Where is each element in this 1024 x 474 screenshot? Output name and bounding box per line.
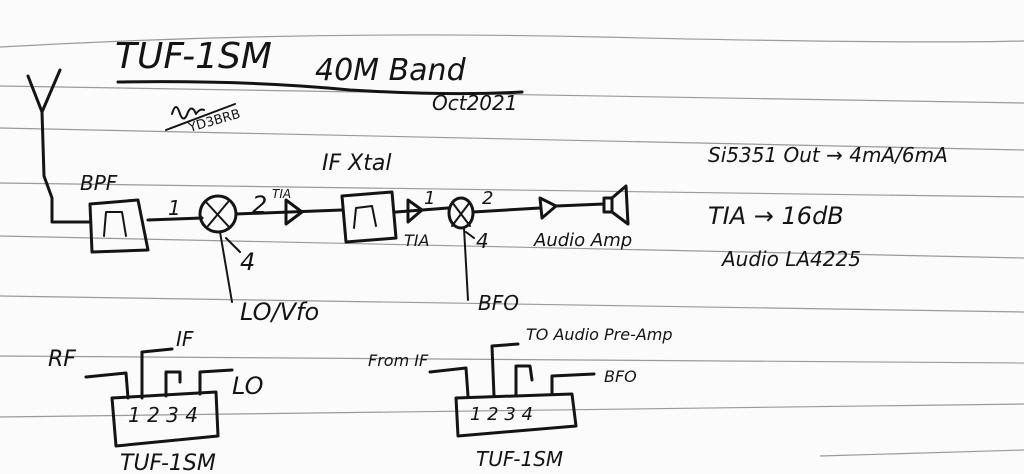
title-underline xyxy=(116,80,524,96)
audio-amp: Audio Amp xyxy=(533,196,632,251)
pinout2-to-audio-label: TO Audio Pre-Amp xyxy=(526,325,673,344)
pinout1-if-label: IF xyxy=(176,327,194,351)
rule-line xyxy=(0,403,1024,418)
mixer2-port-lo: 4 xyxy=(476,229,489,253)
wire xyxy=(234,208,344,216)
mixer1-lo-label: LO/Vfo xyxy=(240,298,319,326)
mixer1-lo-line xyxy=(219,231,241,303)
notes: Si5351 Out → 4mA/6mA TIA → 16dB Audio LA… xyxy=(708,143,948,271)
bpf-box xyxy=(88,198,150,254)
tia2-label: TIA xyxy=(404,231,429,250)
mixer2-bfo-line xyxy=(463,227,475,301)
rule-line xyxy=(0,295,1024,313)
antenna-icon xyxy=(26,68,92,224)
note-tia-gain: TIA → 16dB xyxy=(708,202,844,230)
rule-line xyxy=(0,85,1024,104)
tia1-triangle xyxy=(284,198,304,226)
tia2: TIA 1 xyxy=(404,188,435,250)
note-si5351: Si5351 Out → 4mA/6mA xyxy=(708,143,948,167)
tia2-triangle xyxy=(406,198,424,224)
rule-line xyxy=(0,182,1024,198)
rule-line xyxy=(0,355,1024,364)
bpf-block: BPF xyxy=(80,171,150,254)
wire xyxy=(554,202,606,208)
wire xyxy=(471,206,542,214)
pinout1-lo-label: LO xyxy=(232,372,264,400)
if-filter-block: IF Xtal xyxy=(322,151,398,244)
mixer2-port-in: 1 xyxy=(424,188,435,209)
note-audio-ic: Audio LA4225 xyxy=(720,247,861,271)
if-filter-symbol xyxy=(353,205,377,229)
date-label: Oct2021 xyxy=(432,91,517,115)
signature-scribble xyxy=(165,103,236,131)
pinout2-from-if-label: From IF xyxy=(368,351,429,370)
speaker-icon xyxy=(602,184,630,226)
audio-amp-label: Audio Amp xyxy=(533,230,632,251)
bpf-symbol xyxy=(103,211,127,237)
rule-line xyxy=(0,34,1024,48)
pinout1-chip-label: TUF-1SM xyxy=(120,451,216,474)
mixer1-port-lo: 4 xyxy=(240,248,255,276)
page-title: TUF-1SM xyxy=(115,36,272,77)
band-label: 40M Band xyxy=(315,53,467,88)
header: TUF-1SM 40M Band Oct2021 YD3BRB xyxy=(115,36,524,136)
mixer2: 2 4 BFO xyxy=(447,188,519,315)
pinout1-chip-body xyxy=(110,390,220,448)
pinout1-leads xyxy=(84,347,234,400)
pinout2-bfo-label: BFO xyxy=(604,367,637,386)
bpf-label: BPF xyxy=(80,171,118,195)
ruled-lines xyxy=(0,34,1024,457)
rule-line xyxy=(0,127,1024,151)
pinout2-chip-body xyxy=(454,392,578,438)
if-filter-label: IF Xtal xyxy=(322,151,391,176)
tia1: TIA xyxy=(272,187,304,226)
pinout1-pins: 1 2 3 4 xyxy=(128,403,198,427)
pinout2-pins: 1 2 3 4 xyxy=(470,404,533,425)
tia1-label: TIA xyxy=(272,187,291,201)
mixer2-bfo-label: BFO xyxy=(478,291,519,315)
pinout-2: From IF TO Audio Pre-Amp BFO 1 2 3 4 TUF… xyxy=(368,325,673,471)
rule-line xyxy=(819,449,1024,457)
mixer1-cross xyxy=(205,201,231,229)
pinout2-leads xyxy=(428,342,596,398)
if-filter-box xyxy=(340,190,398,244)
pinout-1: RF IF LO 1 2 3 4 TUF-1SM xyxy=(48,327,264,474)
pinout1-rf-label: RF xyxy=(48,347,76,372)
audio-amp-triangle xyxy=(538,196,558,220)
rule-line xyxy=(0,235,1024,259)
mixer2-port-out: 2 xyxy=(482,188,493,209)
wire xyxy=(146,216,204,222)
pinout2-chip-label: TUF-1SM xyxy=(476,447,563,471)
mixer2-cross xyxy=(451,201,471,227)
mixer1-port-in: 1 xyxy=(168,196,181,220)
